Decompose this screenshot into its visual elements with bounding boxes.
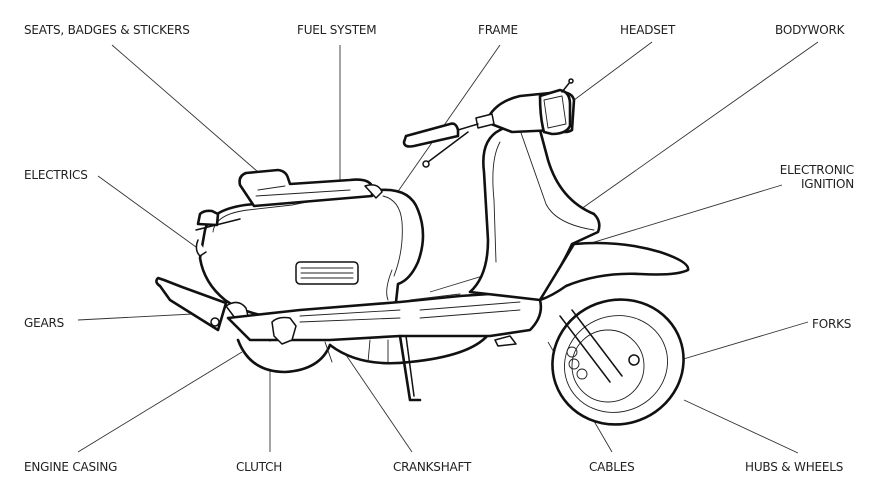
rear-light [195, 209, 241, 257]
label-headset: HEADSET [620, 23, 676, 37]
label-engine-casing: ENGINE CASING [24, 460, 118, 474]
leader-headset [565, 41, 653, 107]
leader-engine-casing [77, 351, 243, 453]
leader-gears [77, 312, 213, 321]
floorboard [226, 290, 543, 345]
side-panel [198, 188, 425, 322]
label-electronic-ignition-line2: IGNITION [800, 177, 854, 191]
switch-block [475, 113, 495, 129]
leader-frame [391, 44, 501, 201]
leader-crankshaft [343, 351, 413, 453]
leader-lines [77, 41, 819, 454]
label-electronic-ignition: ELECTRONIC IGNITION [780, 163, 854, 191]
vent-grille [295, 261, 359, 285]
lever-end [422, 160, 430, 168]
leader-hubs-wheels [683, 399, 799, 454]
leader-seats [111, 44, 259, 173]
seat [238, 168, 383, 208]
centre-stand [398, 334, 422, 402]
front-wheel [551, 298, 685, 426]
label-forks: FORKS [812, 317, 852, 331]
label-cables: CABLES [589, 460, 635, 474]
rear-wheel [236, 338, 332, 374]
label-bodywork: BODYWORK [775, 23, 845, 37]
label-crankshaft: CRANKSHAFT [393, 460, 472, 474]
label-seats-badges-stickers: SEATS, BADGES & STICKERS [24, 23, 190, 37]
headlight-rim [538, 88, 572, 136]
headset [402, 78, 576, 168]
leader-electrics [97, 175, 197, 248]
cable [494, 335, 517, 347]
label-electrics: ELECTRICS [24, 168, 88, 182]
label-gears: GEARS [24, 316, 65, 330]
front-hub-bolt [628, 354, 640, 366]
leader-bodywork [573, 41, 819, 215]
label-clutch: CLUTCH [236, 460, 283, 474]
label-electronic-ignition-line1: ELECTRONIC [779, 163, 854, 177]
label-fuel-system: FUEL SYSTEM [297, 23, 377, 37]
leg-shield [468, 120, 601, 302]
front-mudguard [538, 241, 690, 302]
label-hubs-wheels: HUBS & WHEELS [745, 460, 844, 474]
label-frame: FRAME [478, 23, 518, 37]
handlebar-grip [402, 122, 460, 148]
